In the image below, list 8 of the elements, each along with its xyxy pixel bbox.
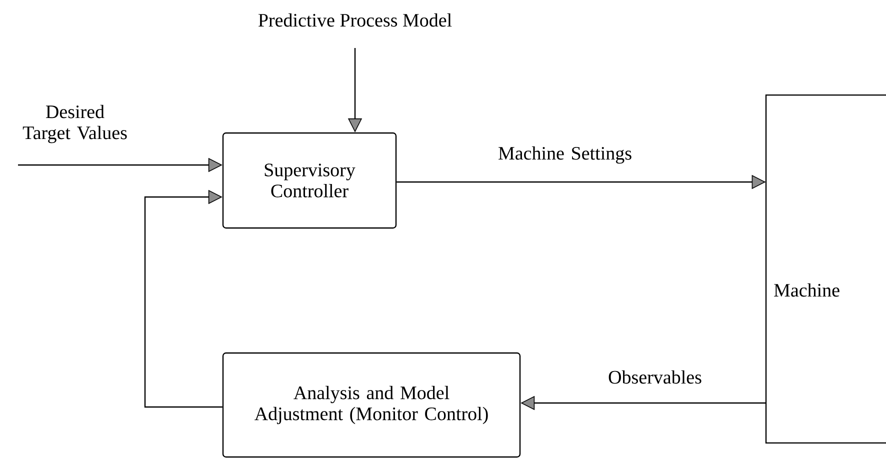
edge-label: Desired Target Values (22, 104, 127, 144)
process-box: Analysis and Model Adjustment (Monitor Control) (222, 352, 521, 458)
input-label: Predictive Process Model (258, 13, 452, 27)
process-box: Supervisory Controller (222, 132, 397, 229)
edge-label: Machine Settings (498, 146, 632, 164)
arrow (144, 190, 222, 408)
machine-box: Machine (765, 94, 886, 444)
edge-label: Observables (608, 370, 702, 384)
